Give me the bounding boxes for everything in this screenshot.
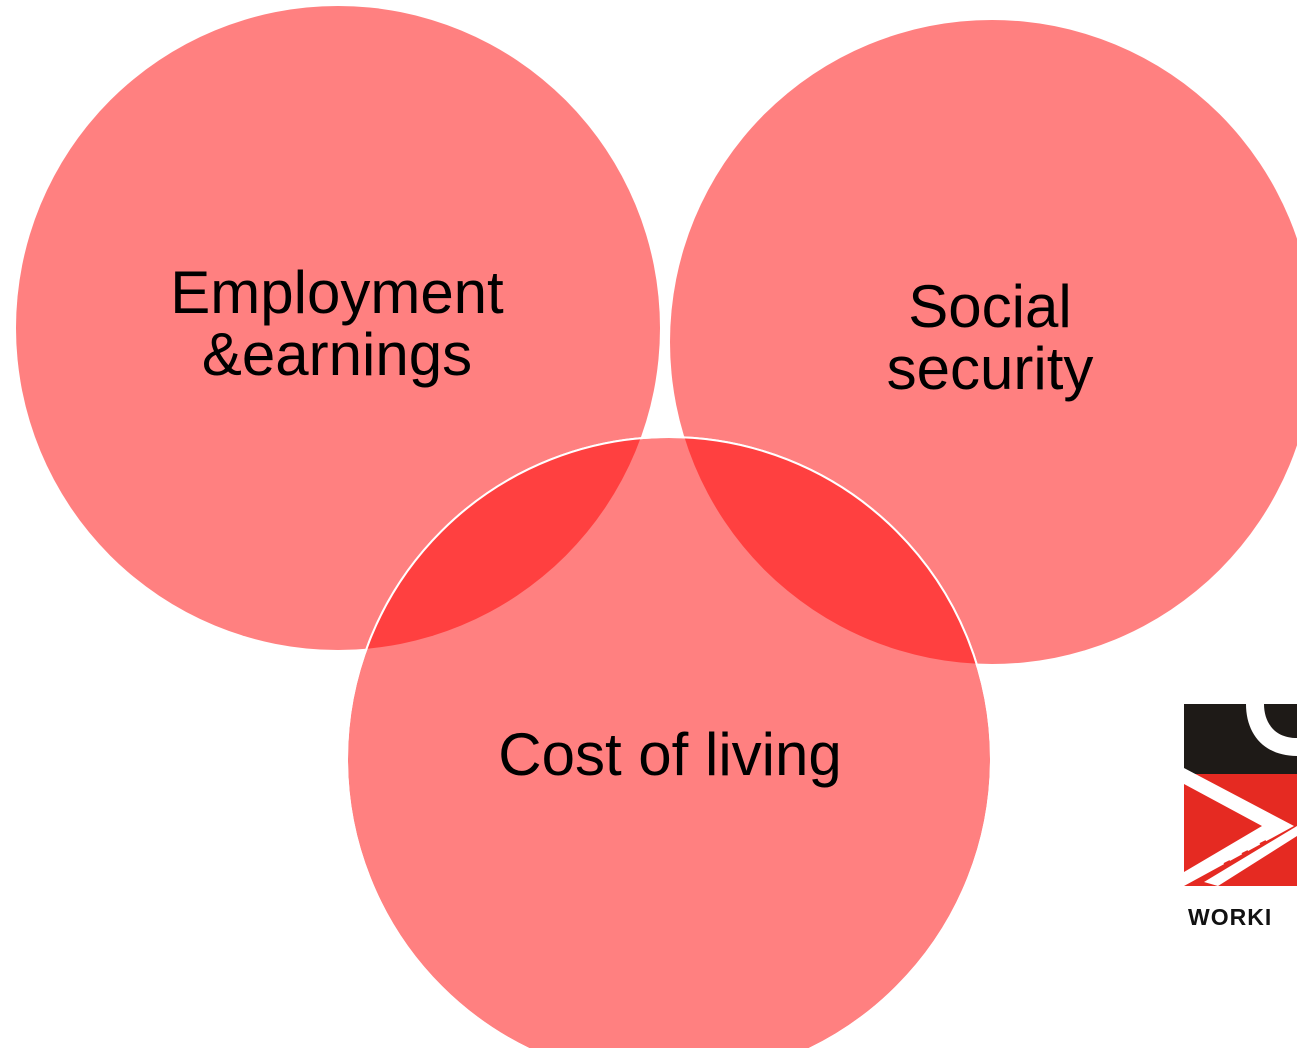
social-security-label: Social security <box>840 276 1140 400</box>
cost-line-1: Cost of living <box>498 721 842 788</box>
logo-mark-icon <box>1184 704 1297 886</box>
social-line-1: Social <box>908 273 1072 340</box>
organisation-logo <box>1184 704 1297 932</box>
employment-line-1: Employment <box>170 259 504 326</box>
cost-of-living-label: Cost of living <box>420 724 920 786</box>
overlap-employment-cost <box>347 437 660 650</box>
overlap-social-cost <box>670 437 991 664</box>
cost-circle-outline <box>346 436 992 1053</box>
social-line-2: security <box>886 335 1094 402</box>
employment-earnings-label: Employment &earnings <box>137 262 537 386</box>
logo-wordmark: WORKI <box>1188 904 1273 930</box>
employment-line-2: &earnings <box>201 321 473 388</box>
